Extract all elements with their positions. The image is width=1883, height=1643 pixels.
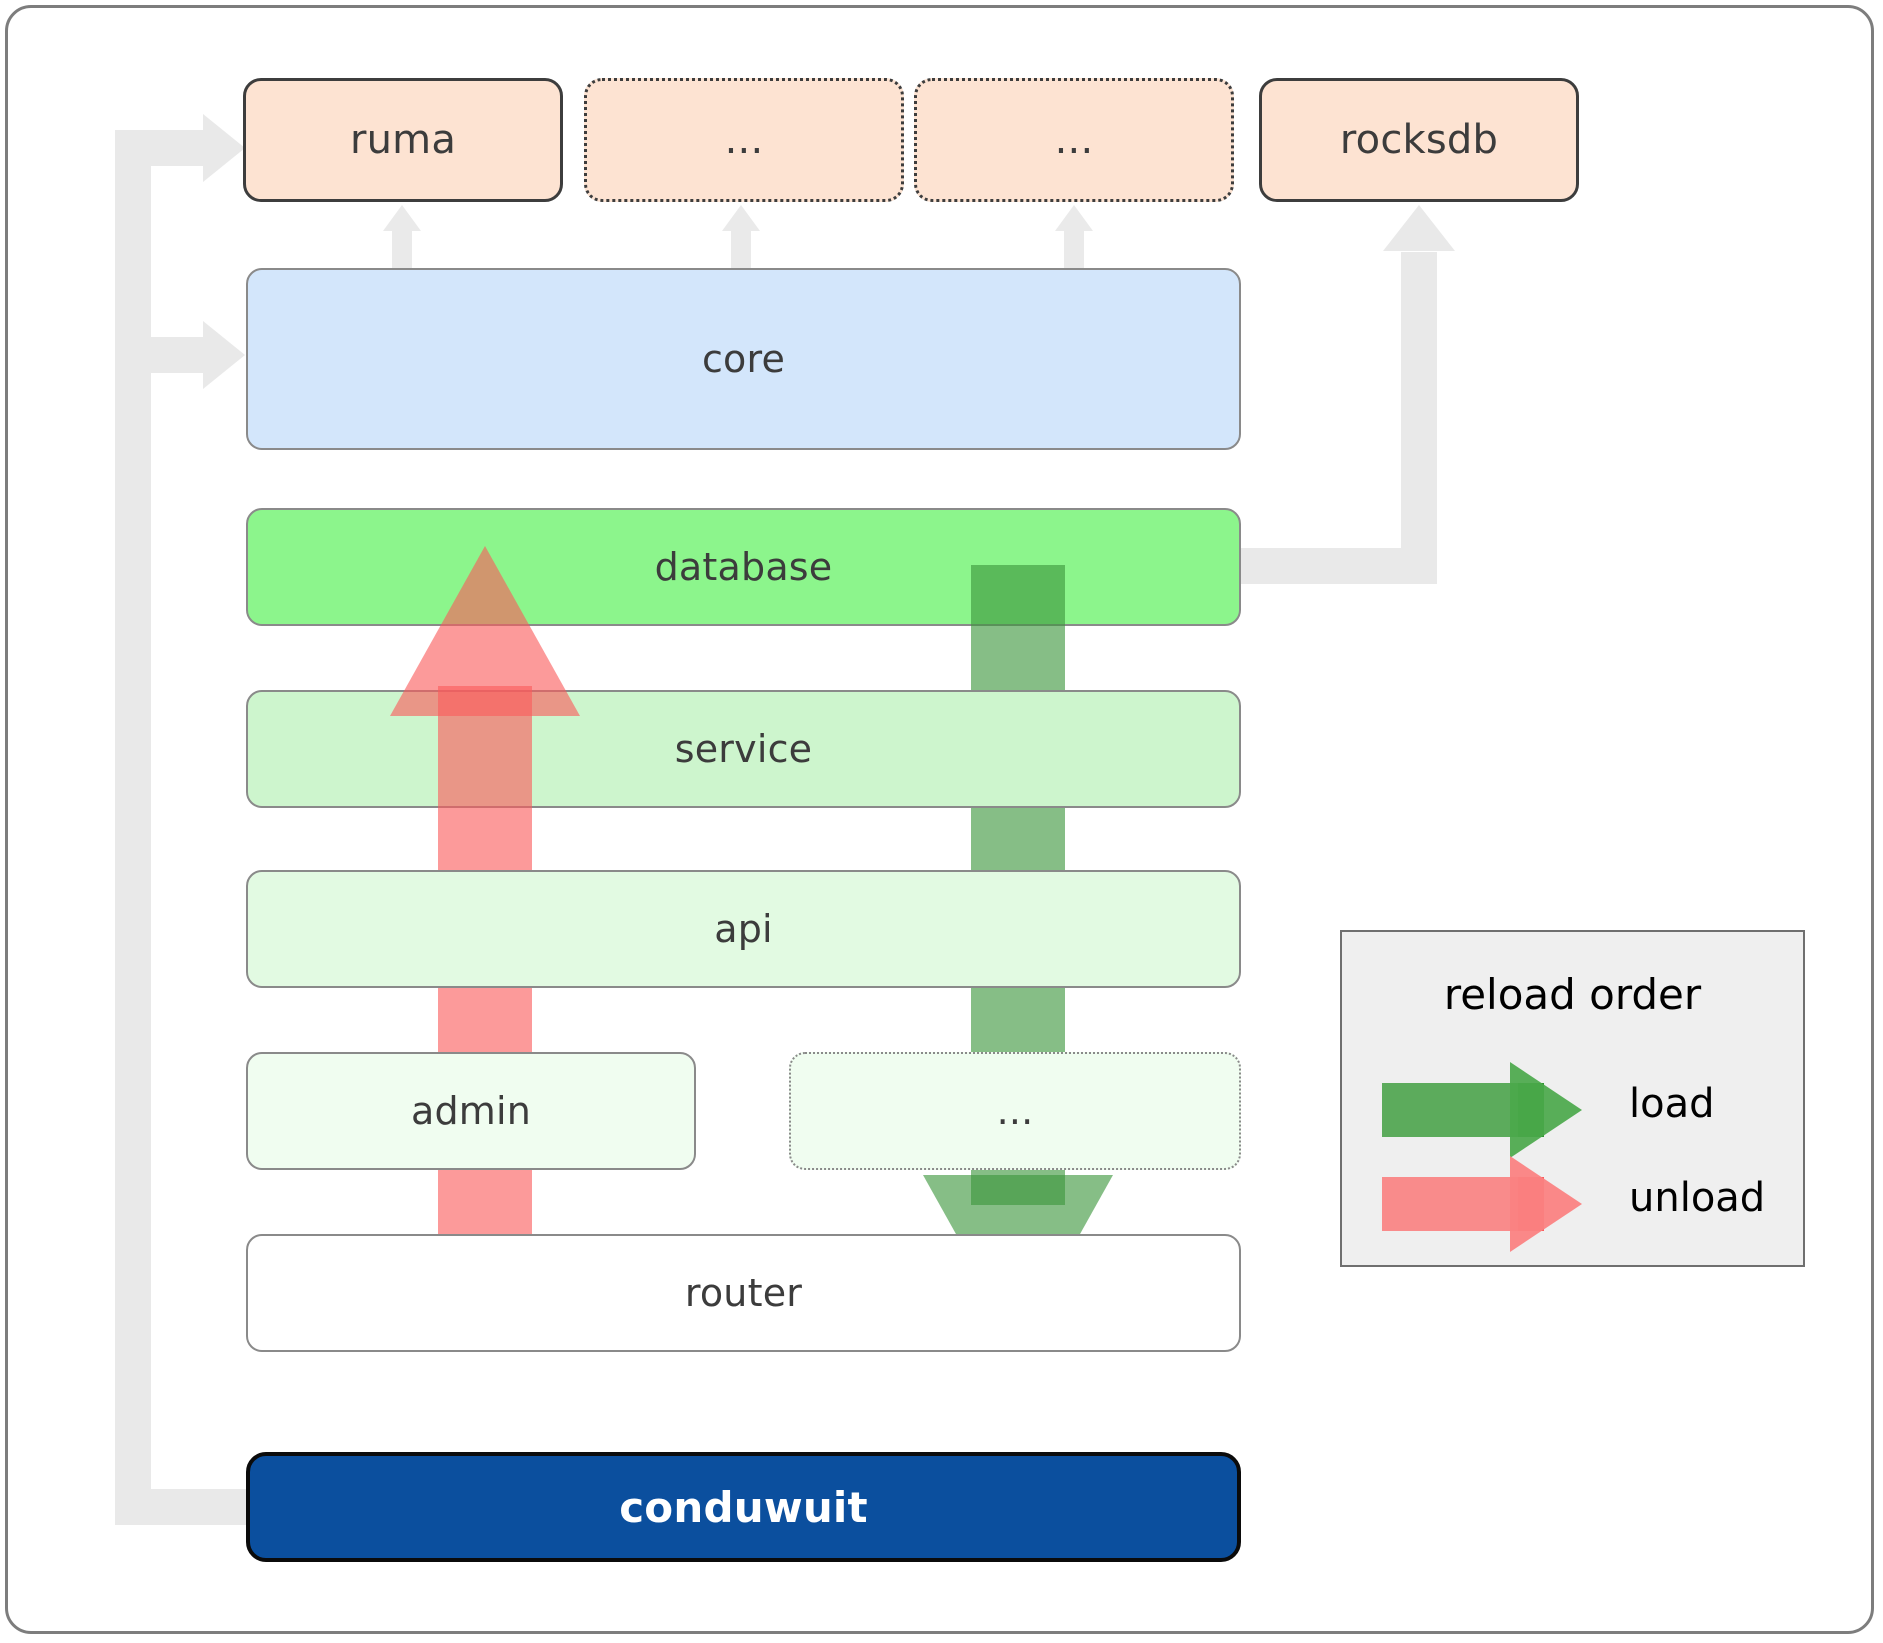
- stack-label-ellipsis: ...: [996, 1089, 1034, 1133]
- arrow-shaft: [438, 686, 532, 1306]
- left-connector-root-stub: [115, 1489, 248, 1525]
- core-to-dep3-arrow: [1055, 205, 1093, 271]
- core-to-ruma-arrow: [383, 205, 421, 271]
- legend-arrow-shaft: [1382, 1083, 1522, 1137]
- legend-arrow-head-icon: [1510, 1156, 1582, 1252]
- left-connector-arrow-core: [203, 321, 245, 389]
- stack-label-api: api: [714, 907, 773, 951]
- stack-box-core[interactable]: core: [246, 268, 1241, 450]
- dependency-box-ellipsis-2[interactable]: ...: [914, 78, 1234, 202]
- left-connector-branch-core: [115, 337, 205, 373]
- legend-label-unload: unload: [1629, 1175, 1766, 1221]
- stack-label-router: router: [684, 1271, 803, 1315]
- dependency-label: rocksdb: [1339, 117, 1499, 163]
- dependency-label: ruma: [349, 117, 457, 163]
- legend-title: reload order: [1443, 970, 1702, 1019]
- stack-box-admin[interactable]: admin: [246, 1052, 696, 1170]
- arrow-head-icon: [722, 205, 760, 231]
- core-to-dep2-arrow: [722, 205, 760, 271]
- dependency-box-ellipsis-1[interactable]: ...: [584, 78, 904, 202]
- stack-box-router[interactable]: router: [246, 1234, 1241, 1352]
- stack-label-conduwuit: conduwuit: [619, 1482, 868, 1532]
- right-connector-vertical: [1401, 252, 1437, 584]
- dependency-box-ruma[interactable]: ruma: [243, 78, 563, 202]
- arrow-head-icon: [1055, 205, 1093, 231]
- stack-label-core: core: [701, 337, 786, 381]
- legend-item-unload: unload: [1342, 1154, 1807, 1254]
- arrow-head-icon: [383, 205, 421, 231]
- dependency-label: ...: [1054, 117, 1094, 163]
- legend-arrow-head-icon: [1510, 1062, 1582, 1158]
- left-connector-branch-ruma: [115, 130, 205, 166]
- stack-box-conduwuit[interactable]: conduwuit: [246, 1452, 1241, 1562]
- dependency-label: ...: [724, 117, 764, 163]
- left-connector-arrow-ruma: [203, 114, 245, 182]
- legend-arrow-shaft: [1382, 1177, 1522, 1231]
- legend-item-load: load: [1342, 1060, 1807, 1160]
- legend-label-load: load: [1629, 1081, 1715, 1127]
- unload-flow-arrow: [390, 546, 580, 1306]
- legend-panel: reload order load unload: [1340, 930, 1805, 1267]
- stack-box-api[interactable]: api: [246, 870, 1241, 988]
- arrow-head-icon: [390, 546, 580, 716]
- arrow-shaft: [392, 227, 412, 271]
- right-connector-arrow-rocksdb: [1383, 205, 1455, 251]
- dependency-box-rocksdb[interactable]: rocksdb: [1259, 78, 1579, 202]
- stack-label-database: database: [654, 545, 833, 589]
- stack-label-service: service: [674, 727, 813, 771]
- arrow-shaft: [1064, 227, 1084, 271]
- arrow-shaft: [731, 227, 751, 271]
- stack-label-admin: admin: [410, 1089, 532, 1133]
- stack-box-ellipsis[interactable]: ...: [789, 1052, 1241, 1170]
